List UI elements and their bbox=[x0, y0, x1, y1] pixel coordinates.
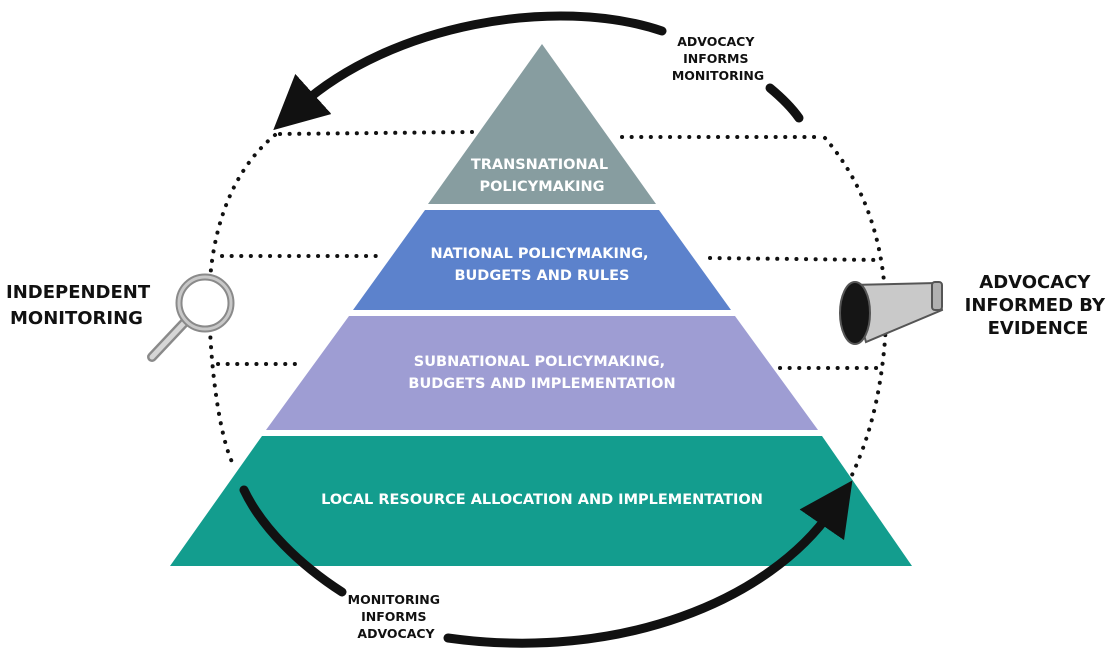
top-cycle-arrow bbox=[273, 11, 667, 131]
dotted-circle bbox=[207, 133, 888, 477]
cycle-arrows bbox=[239, 11, 853, 648]
dotted-connectors bbox=[216, 130, 882, 370]
dotted-arc-left bbox=[207, 133, 277, 464]
tier-subnational bbox=[266, 316, 818, 430]
tier-national-label: NATIONAL POLICYMAKING, BUDGETS AND RULES bbox=[430, 246, 653, 284]
bottom-cycle-arrow-tail bbox=[239, 485, 347, 597]
top-arrow-label: ADVOCACY INFORMS MONITORING bbox=[672, 34, 764, 83]
dotted-arc-right bbox=[823, 136, 888, 477]
independent-monitoring-label: INDEPENDENT MONITORING bbox=[6, 282, 156, 329]
tier-subnational-label: SUBNATIONAL POLICYMAKING, BUDGETS AND IM… bbox=[408, 354, 675, 392]
pyramid: TRANSNATIONAL POLICYMAKING NATIONAL POLI… bbox=[170, 44, 912, 566]
dotted-line-top-left bbox=[278, 130, 474, 136]
top-cycle-arrow-tail bbox=[765, 83, 804, 123]
tier-transnational bbox=[428, 44, 656, 204]
dotted-line-mid-right bbox=[708, 256, 882, 262]
magnifying-glass-icon bbox=[147, 273, 235, 362]
bottom-cycle-arrow-head bbox=[443, 480, 853, 648]
megaphone-icon bbox=[839, 281, 944, 345]
bottom-arrow-label: MONITORING INFORMS ADVOCACY bbox=[348, 592, 445, 641]
tier-national bbox=[353, 210, 731, 310]
tier-local bbox=[170, 436, 912, 566]
tier-local-label: LOCAL RESOURCE ALLOCATION AND IMPLEMENTA… bbox=[321, 492, 763, 508]
tier-transnational-label: TRANSNATIONAL POLICYMAKING bbox=[471, 157, 613, 195]
advocacy-evidence-label: ADVOCACY INFORMED BY EVIDENCE bbox=[965, 272, 1112, 339]
